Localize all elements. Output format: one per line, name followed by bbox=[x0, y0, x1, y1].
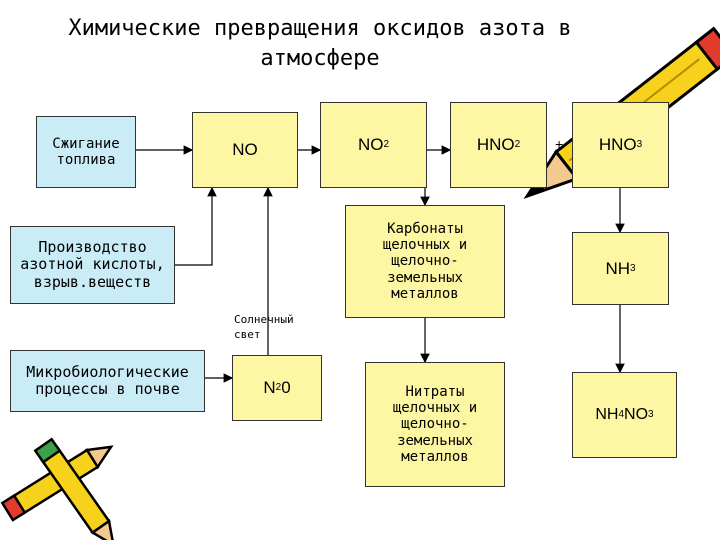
pencils-icon bbox=[0, 437, 116, 540]
source-nitric-acid-production: Производство азотной кислоты, взрыв.веще… bbox=[10, 226, 175, 304]
plus-sign: + bbox=[555, 136, 564, 152]
arrow-production-to-no bbox=[175, 186, 217, 266]
source-microbial: Микробиологические процессы в почве bbox=[10, 350, 205, 412]
sunlight-label: Солнечный свет bbox=[234, 313, 294, 341]
carbonates-box: Карбонаты щелочных и щелочно-земельных м… bbox=[345, 205, 505, 318]
page-title: Химические превращения оксидов азота в а… bbox=[68, 16, 572, 71]
compound-no: NO bbox=[192, 112, 298, 188]
source-combustion: Сжигание топлива bbox=[36, 116, 136, 188]
nitrates-box: Нитраты щелочных и щелочно-земельных мет… bbox=[365, 362, 505, 487]
